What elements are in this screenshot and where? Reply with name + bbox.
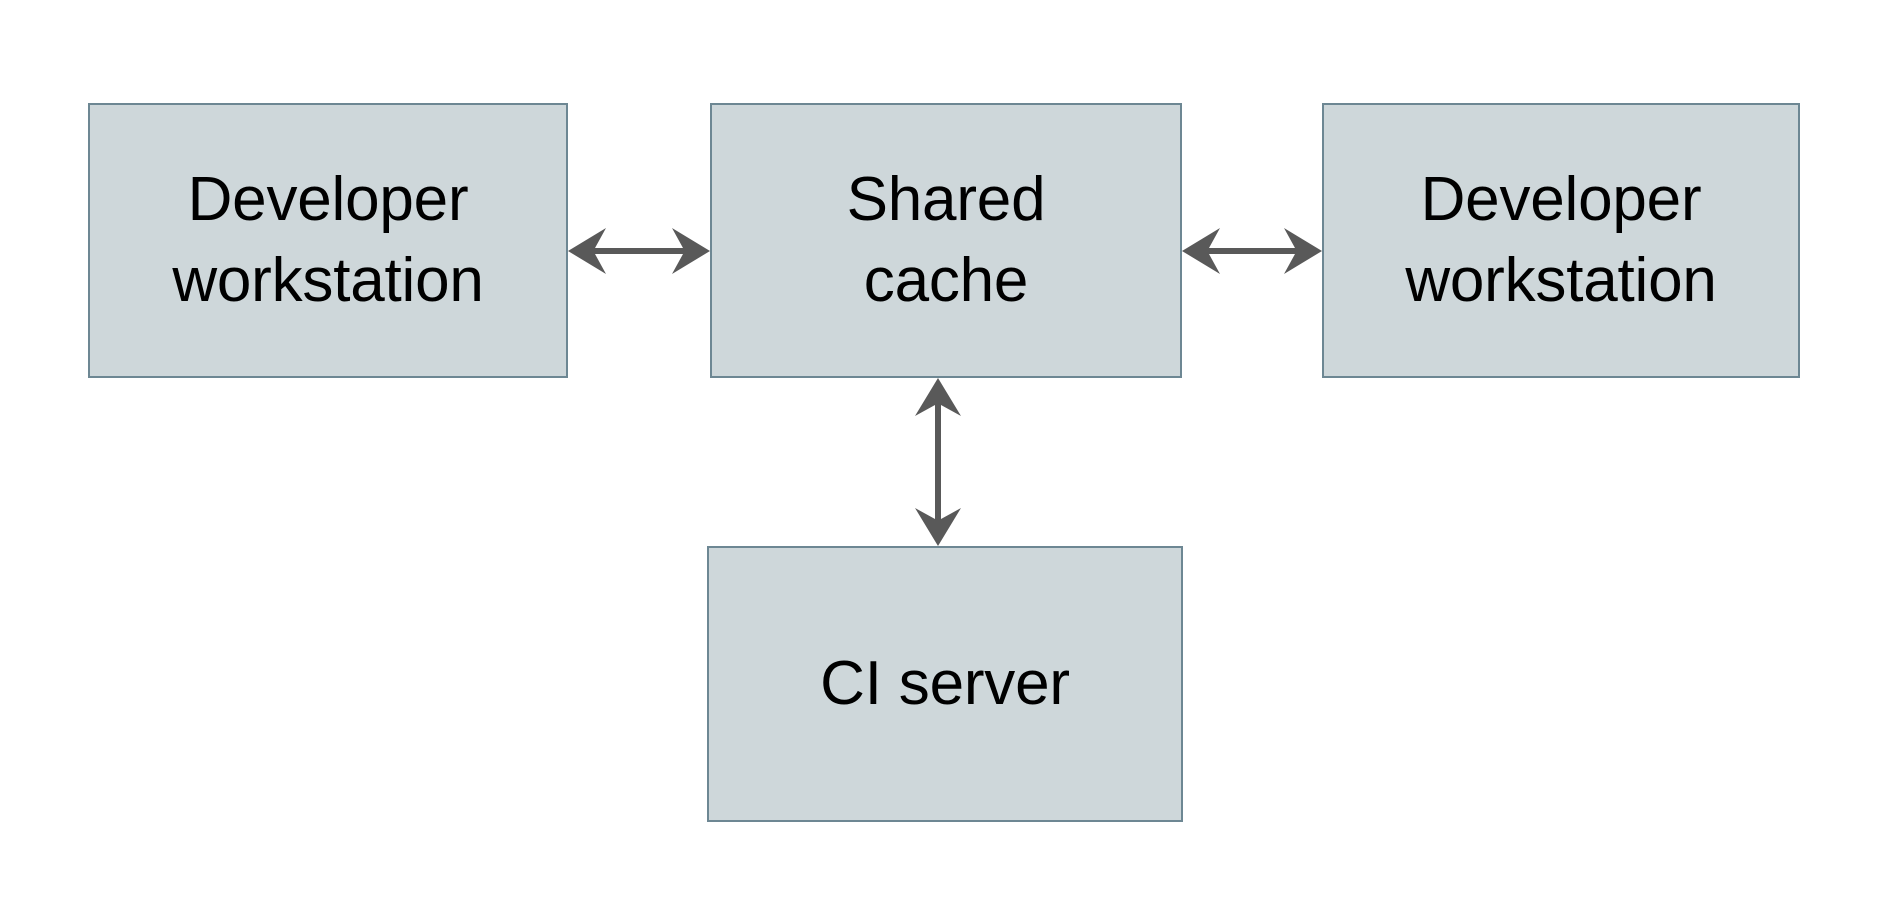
connector-left-workstation-to-shared-cache bbox=[568, 228, 710, 274]
connector-shared-cache-to-right-workstation bbox=[1182, 228, 1322, 274]
double-arrow-icon-vertical bbox=[915, 378, 961, 546]
node-label-developer-workstation-right: Developer workstation bbox=[1405, 164, 1717, 315]
node-shared-cache[interactable]: Shared cache bbox=[710, 103, 1182, 378]
connector-shared-cache-to-ci-server bbox=[915, 378, 961, 546]
node-developer-workstation-right[interactable]: Developer workstation bbox=[1322, 103, 1800, 378]
node-label-shared-cache: Shared cache bbox=[846, 164, 1046, 315]
double-arrow-icon-horizontal-left bbox=[568, 228, 710, 274]
arrow-shape bbox=[915, 378, 961, 546]
double-arrow-icon-horizontal-right bbox=[1182, 228, 1322, 274]
node-label-ci-server: CI server bbox=[820, 648, 1070, 718]
arrow-shape bbox=[1182, 228, 1322, 274]
node-ci-server[interactable]: CI server bbox=[707, 546, 1183, 822]
node-developer-workstation-left[interactable]: Developer workstation bbox=[88, 103, 568, 378]
arrow-shape bbox=[568, 228, 710, 274]
node-label-developer-workstation-left: Developer workstation bbox=[172, 164, 484, 315]
